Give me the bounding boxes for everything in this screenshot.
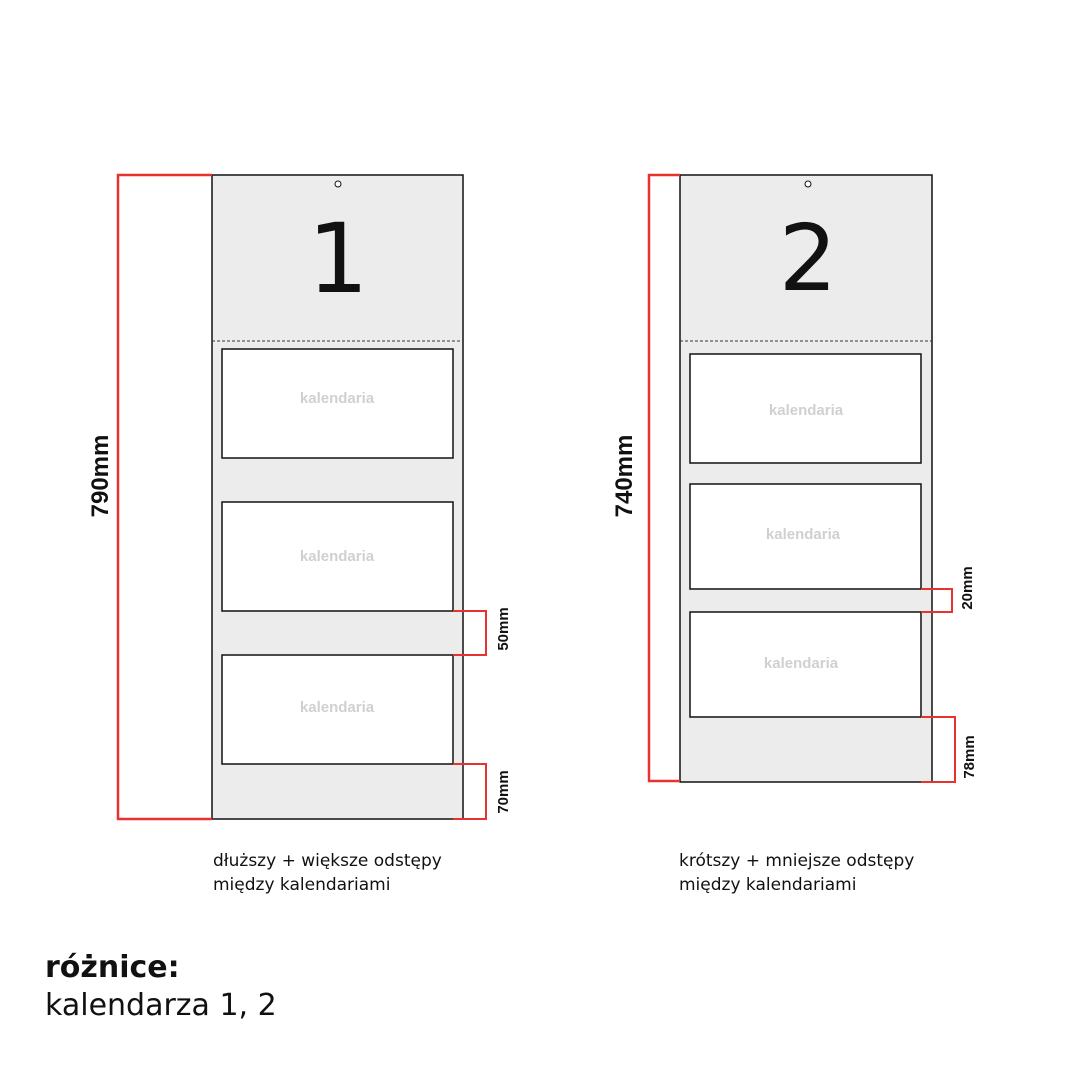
calendarium-box [221,501,454,612]
calendar-1-caption: dłuższy + większe odstępy między kalenda… [213,849,442,897]
calendarium-box [689,611,922,718]
calendarium-label: kalendaria [300,390,375,407]
gap-label: 50mm [495,607,512,650]
calendar-2-caption: krótszy + mniejsze odstępy między kalend… [679,849,914,897]
calendarium-box [221,348,454,459]
caption-line: dłuższy + większe odstępy [213,851,442,871]
total-height-bracket [647,173,680,783]
calendarium-box [689,353,922,464]
footer-subheading: kalendarza 1, 2 [45,988,277,1023]
calendarium-label: kalendaria [300,548,375,565]
calendarium-label: kalendaria [764,655,839,672]
caption-line: między kalendariami [213,875,391,895]
caption-line: krótszy + mniejsze odstępy [679,851,915,871]
calendar-1-number: 1 [307,203,368,315]
calendarium-box [689,483,922,590]
caption-line: między kalendariami [679,875,857,895]
calendar-2-number: 2 [779,205,838,312]
total-height-bracket [116,173,212,821]
bottom-margin-bracket [921,716,956,783]
bottom-margin-label: 70mm [495,770,512,813]
calendar-1: 1 kalendaria kalendaria kalendaria 790mm… [87,173,512,821]
gap-bracket [921,588,953,613]
gap-label: 20mm [959,566,976,609]
calendarium-label: kalendaria [300,699,375,716]
calendarium-label: kalendaria [769,402,844,419]
calendarium-box [221,654,454,765]
bottom-margin-bracket [453,763,487,820]
bottom-margin-label: 78mm [961,735,978,778]
hanging-hole-icon [804,180,812,188]
total-height-label: 790mm [87,435,114,518]
calendarium-label: kalendaria [766,526,841,543]
footer-heading: różnice: [45,950,180,985]
gap-bracket [453,610,487,656]
total-height-label: 740mm [611,435,638,518]
calendar-2: 2 kalendaria kalendaria kalendaria 740mm… [611,173,978,783]
hanging-hole-icon [334,180,342,188]
